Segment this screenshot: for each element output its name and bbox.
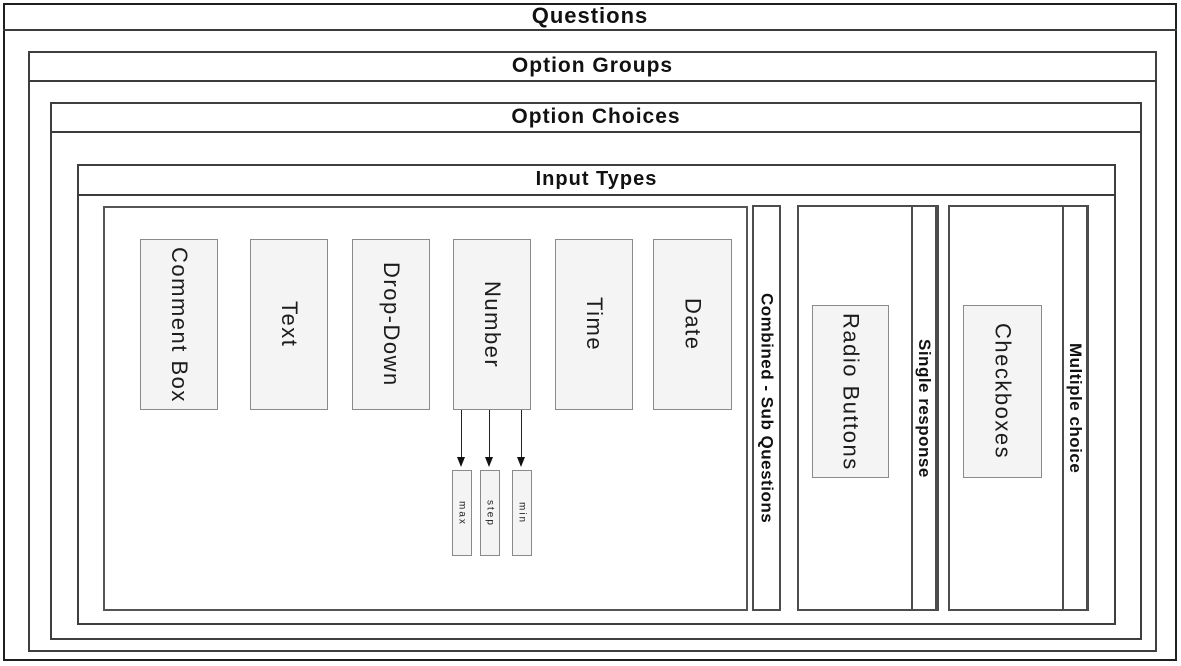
arrow-head-step-icon: [485, 457, 493, 467]
input-type-drop-down: Drop-Down: [352, 239, 430, 410]
checkboxes-label: Checkboxes: [990, 323, 1016, 460]
single-response-label: Single response: [915, 338, 934, 478]
drop-down-label: Drop-Down: [379, 262, 404, 387]
single-response-strip: Single response: [911, 205, 937, 611]
radio-buttons-box: Radio Buttons: [812, 305, 889, 478]
option-choices-header: Option Choices: [50, 102, 1142, 133]
input-type-text: Text: [250, 239, 328, 410]
multiple-choice-strip: Multiple choice: [1062, 205, 1088, 611]
combined-sub-questions-strip: Combined - Sub Questions: [752, 205, 781, 611]
arrow-line-max: [461, 410, 462, 458]
arrow-head-min-icon: [517, 457, 525, 467]
option-groups-header-label: Option Groups: [511, 53, 674, 77]
checkboxes-box: Checkboxes: [963, 305, 1042, 478]
option-choices-container-box: [50, 102, 1142, 640]
min-label: min: [516, 501, 528, 525]
input-type-comment-box: Comment Box: [140, 239, 218, 410]
comment-box-label: Comment Box: [167, 246, 192, 403]
multiple-choice-label: Multiple choice: [1066, 342, 1085, 474]
input-type-time: Time: [555, 239, 633, 410]
combined-sub-questions-label: Combined - Sub Questions: [757, 292, 777, 524]
option-groups-container-box: [28, 51, 1157, 652]
arrow-line-step: [489, 410, 490, 458]
number-attribute-step: step: [480, 470, 500, 556]
input-type-date: Date: [653, 239, 732, 410]
date-label: Date: [680, 298, 706, 351]
number-attribute-max: max: [452, 470, 472, 556]
arrow-head-max-icon: [457, 457, 465, 467]
number-attribute-min: min: [512, 470, 532, 556]
input-types-header-label: Input Types: [535, 167, 658, 190]
text-label: Text: [277, 301, 302, 348]
arrow-line-min: [521, 410, 522, 458]
input-types-header: Input Types: [77, 164, 1116, 196]
questions-header: Questions: [3, 3, 1177, 31]
max-label: max: [456, 500, 468, 526]
radio-buttons-label: Radio Buttons: [838, 312, 864, 471]
number-label: Number: [480, 280, 505, 369]
questions-header-label: Questions: [531, 3, 649, 28]
input-types-container-box: [77, 164, 1116, 625]
option-groups-header: Option Groups: [28, 51, 1157, 82]
input-type-number: Number: [453, 239, 531, 410]
option-choices-header-label: Option Choices: [511, 104, 681, 128]
time-label: Time: [582, 297, 607, 352]
questions-container-box: [3, 3, 1177, 661]
step-label: step: [484, 499, 496, 527]
